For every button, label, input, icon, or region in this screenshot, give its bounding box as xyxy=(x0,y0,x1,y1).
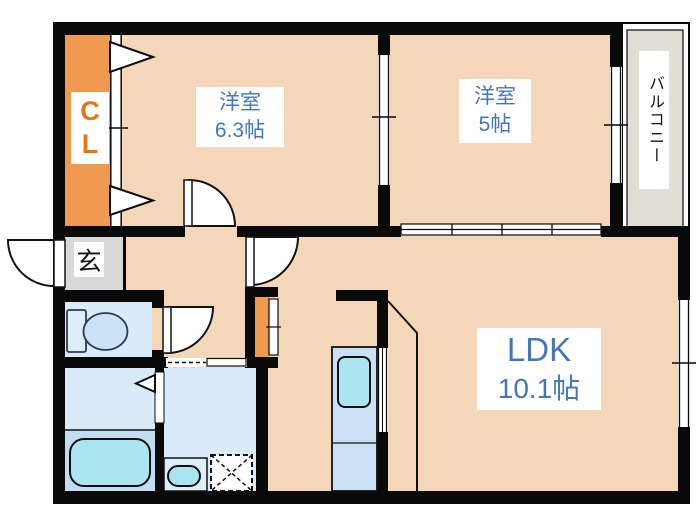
window-ldk-right xyxy=(672,300,696,427)
washroom-entry-slider xyxy=(166,357,247,367)
toilet-door-leaf xyxy=(162,306,172,354)
room-label-bedroom2: 洋室 5帖 xyxy=(459,79,531,143)
room-label-balcony: バルコニー xyxy=(639,51,669,189)
entry-door-swing-arc xyxy=(6,239,55,288)
sliding-door-hall-closet xyxy=(266,298,281,356)
window-bedroom-divider xyxy=(372,55,396,185)
sink-icon xyxy=(163,457,208,492)
room-label-closet: C L xyxy=(71,92,109,164)
ldk-floor-right xyxy=(610,237,678,491)
wall-hall-top-3 xyxy=(601,226,690,237)
bedroom1-name: 洋室 xyxy=(219,91,261,114)
window-kitchen-passthrough xyxy=(377,348,388,432)
room-label-entrance: 玄 xyxy=(74,242,104,277)
entry-door-leaf xyxy=(53,239,66,288)
closet-label-l: L xyxy=(81,129,99,159)
folding-door-closet-icon xyxy=(104,35,157,226)
hall-closet-floor xyxy=(255,297,269,357)
ldk-door-swing-arc xyxy=(249,236,300,287)
wall-bath-right xyxy=(155,368,164,491)
window-bedroom2-right xyxy=(604,67,628,183)
wall-washroom-right xyxy=(256,368,268,491)
bedroom1-size: 6.3帖 xyxy=(214,119,266,142)
kitchen-area-boundary-line xyxy=(387,300,418,491)
folding-door-bath-icon xyxy=(133,373,156,394)
fixtures xyxy=(65,300,418,492)
wall-below-entrance xyxy=(65,290,164,302)
toilet-icon xyxy=(66,309,129,353)
washing-machine-icon xyxy=(210,454,253,492)
bath-room-floor xyxy=(65,368,155,430)
room-label-ldk: LDK 10.1帖 xyxy=(477,328,601,410)
wall-hall-top-2 xyxy=(237,226,401,237)
wall-kitchen-lower xyxy=(377,432,388,491)
ldk-size: 10.1帖 xyxy=(497,373,581,404)
wall-bottom xyxy=(53,491,690,504)
wall-bath-top xyxy=(65,357,168,368)
bedroom1-door-swing-arc xyxy=(188,178,237,227)
kitchen-counter xyxy=(331,346,378,492)
wall-hall-closet-left xyxy=(245,287,255,368)
wall-kitchen-upper xyxy=(377,290,388,348)
wall-kitchen-stub xyxy=(336,290,388,301)
wall-hall-top-1 xyxy=(65,226,185,237)
bedroom2-size: 5帖 xyxy=(478,113,512,136)
closet-label-c: C xyxy=(80,96,100,126)
entrance-step-line xyxy=(123,235,126,290)
bedroom1-door-leaf xyxy=(183,179,193,227)
wall-closet-bottom xyxy=(247,357,278,368)
doors xyxy=(6,178,300,355)
kitchen-sink-icon xyxy=(337,356,371,408)
sliding-door-bedroom2 xyxy=(400,223,602,236)
bedroom2-name: 洋室 xyxy=(474,85,516,108)
room-label-bedroom1: 洋室 6.3帖 xyxy=(196,87,284,147)
wall-toilet-right-a xyxy=(152,290,164,308)
wall-top xyxy=(53,22,622,35)
window-symbols xyxy=(154,55,696,432)
bath-door-opening xyxy=(154,371,165,424)
ldk-door-leaf xyxy=(245,236,255,288)
wall-hall-closet-top xyxy=(255,287,278,297)
bathtub-icon xyxy=(69,438,151,487)
ldk-name: LDK xyxy=(506,331,572,368)
